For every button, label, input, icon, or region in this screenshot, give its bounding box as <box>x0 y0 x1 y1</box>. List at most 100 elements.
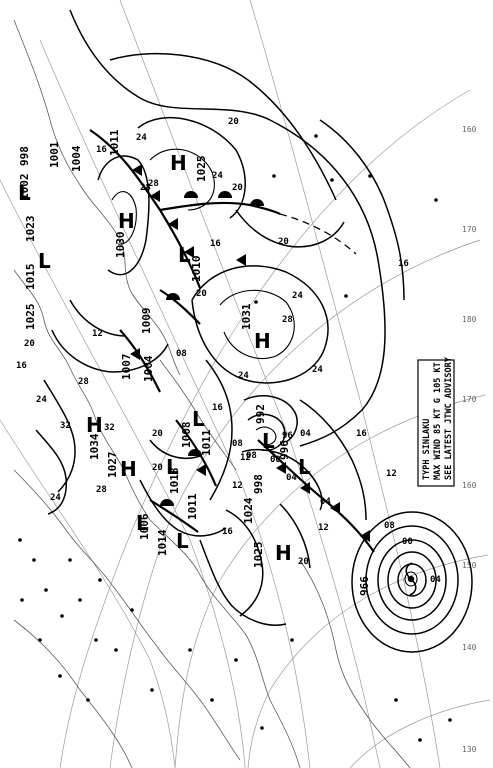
high-pressure-1027: 1027 <box>106 452 119 479</box>
isobar-label: 08 <box>246 451 257 461</box>
pressure-centers: H 1025 H 1030 H 1031 H 1034 H 1027 H 102… <box>18 129 311 568</box>
cold-front-west <box>119 329 161 393</box>
isobar-label: 20 <box>196 289 207 299</box>
typhoon-isobar-4 <box>387 551 437 609</box>
advisory-frame <box>417 359 455 487</box>
grid-label-160w: 160 <box>462 481 477 490</box>
isobar-label: 16 <box>96 145 107 155</box>
isobar-label: 04 <box>300 429 311 439</box>
high-center-1025-south: H <box>275 541 292 565</box>
dissipating-front <box>279 213 357 255</box>
low-pressure-1004-mid: 1004 <box>142 355 155 382</box>
low-pressure-1024: 1024 <box>242 497 255 524</box>
low-center-1006: L <box>136 511 149 535</box>
isobar-label: 28 <box>148 179 159 189</box>
isobar-label: 24 <box>36 395 47 405</box>
isobar-label: 12 <box>386 469 397 479</box>
isobar-labels: 20 20 24 24 28 28 24 20 16 16 12 12 08 0… <box>16 117 441 585</box>
isobar-label: 20 <box>152 429 163 439</box>
grid-label-170e: 170 <box>462 225 477 234</box>
isobar-label: 24 <box>50 493 61 503</box>
typhoon-isobar-5 <box>397 563 427 597</box>
stationary-front-west <box>159 289 201 325</box>
low-pressure-1011-north: 1011 <box>108 129 121 156</box>
isobar-label: 08 <box>384 521 395 531</box>
high-center-1030: H <box>118 209 135 233</box>
coastlines <box>13 19 411 768</box>
low-center-1002: L <box>18 181 31 205</box>
isobar-label: 28 <box>96 485 107 495</box>
isobar-label: 28 <box>78 377 89 387</box>
typhoon-isobar-3 <box>377 539 447 621</box>
isobar-label: 00 <box>270 455 281 465</box>
low-center-998: L <box>298 455 311 479</box>
isobar-label: 28 <box>140 183 151 193</box>
low-pressure-1006: 1006 <box>138 513 151 540</box>
low-pressure-1014: 1014 <box>156 529 169 556</box>
isobar-label: 08 <box>176 349 187 359</box>
isobar-label: 32 <box>104 423 115 433</box>
isobar-label: 24 <box>292 291 303 301</box>
high-center-1031: H <box>254 329 271 353</box>
isobar-label: 24 <box>312 365 323 375</box>
isobar-label: 08 <box>232 439 243 449</box>
low-center-1010: L <box>178 243 191 267</box>
cold-front-east <box>257 439 375 553</box>
isobar-label: 20 <box>232 183 243 193</box>
isobar-label: 00 <box>402 537 413 547</box>
isobar-label: 16 <box>398 259 409 269</box>
typhoon-circulation: 966 <box>351 511 473 653</box>
low-pressure-1008: 1008 <box>180 422 193 449</box>
isobar-label: 04 <box>320 497 331 507</box>
isobar-label: 12 <box>92 329 103 339</box>
grid-labels: 160 170 180 170 160 150 140 130 <box>462 125 477 754</box>
high-pressure-1025-west: 1025 <box>24 304 37 331</box>
typhoon-isobar-inner <box>404 571 418 587</box>
low-center-1014: L <box>176 529 189 553</box>
low-center-1018: L <box>166 455 179 479</box>
isobar-label: 16 <box>16 361 27 371</box>
tropical-cyclone-icon <box>405 562 417 596</box>
isobar-label: 20 <box>24 339 35 349</box>
high-center-1034: H <box>86 413 103 437</box>
isobar-label: 96 <box>282 431 293 441</box>
low-center-1008: L <box>192 407 205 431</box>
advisory-see-latest: SEE LATEST JTWC ADVISORY <box>444 356 454 480</box>
low-pressure-1009: 1009 <box>140 308 153 335</box>
low-pressure-1023: 1023 <box>24 216 37 243</box>
isobar-label: 04 <box>430 575 441 585</box>
isobar-label: 24 <box>212 171 223 181</box>
low-pressure-996: 996 <box>278 440 291 460</box>
high-pressure-1025-south: 1025 <box>252 542 265 569</box>
typhoon-isobar-2 <box>365 525 459 635</box>
isobar-label: 12 <box>318 523 329 533</box>
grid-label-140w: 140 <box>462 643 477 652</box>
isobar-label: 28 <box>282 315 293 325</box>
high-pressure-1034: 1034 <box>88 433 101 460</box>
low-center-1015: L <box>38 249 51 273</box>
grid-label-150w: 150 <box>462 561 477 570</box>
grid-label-130w: 130 <box>462 745 477 754</box>
low-center-992: L <box>262 429 275 453</box>
high-pressure-1025: 1025 <box>195 156 208 183</box>
isobar-label: 24 <box>136 133 147 143</box>
isobar-label: 12 <box>232 481 243 491</box>
isobars <box>35 9 405 626</box>
low-pressure-1010: 1010 <box>190 256 203 283</box>
fronts <box>89 129 375 553</box>
isobar-label: 20 <box>152 463 163 473</box>
advisory-max-wind: MAX WIND 85 KT G 105 KT <box>433 362 443 480</box>
grid-label-180: 180 <box>462 315 477 324</box>
low-pressure-1001: 1001 <box>48 141 61 168</box>
typhoon-pressure-label: 966 <box>358 576 371 596</box>
isobar-label: 16 <box>212 403 223 413</box>
isobar-label: 04 <box>286 473 297 483</box>
isobar-label: 20 <box>278 237 289 247</box>
isobar-label: 16 <box>210 239 221 249</box>
low-pressure-992: 992 <box>254 404 267 424</box>
isobar-label: 20 <box>228 117 239 127</box>
low-pressure-1018: 1018 <box>168 468 181 495</box>
grid-label-160e: 160 <box>462 125 477 134</box>
low-pressure-998-north: 998 <box>18 146 31 166</box>
